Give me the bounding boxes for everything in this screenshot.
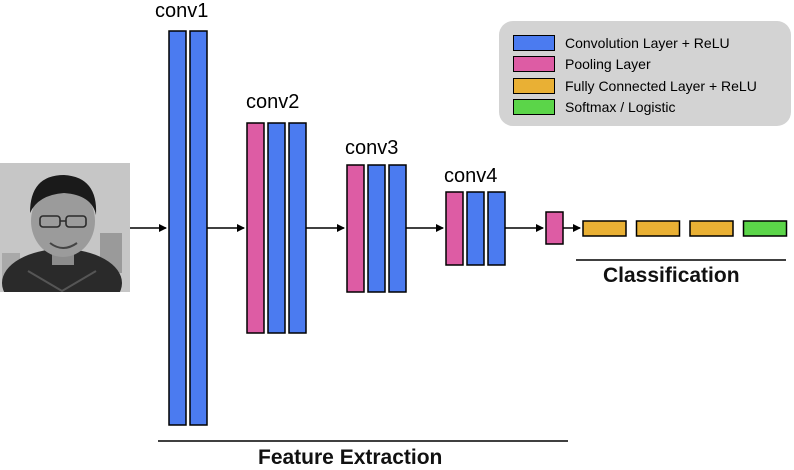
conv2-conv-layer-3 — [288, 122, 307, 334]
legend-label-pool: Pooling Layer — [565, 56, 651, 72]
conv4-conv-layer-2 — [466, 191, 485, 266]
legend-item-pool: Pooling Layer — [513, 55, 651, 73]
legend-label-conv: Convolution Layer + ReLU — [565, 35, 730, 51]
softmax-layer — [742, 220, 788, 237]
stage-label-conv1: conv1 — [155, 0, 209, 22]
classification-label: Classification — [603, 264, 740, 287]
stage-label-conv2: conv2 — [246, 91, 300, 113]
feature-extraction-label: Feature Extraction — [258, 446, 443, 469]
stage-label-conv4: conv4 — [444, 165, 498, 187]
fc-layer-2 — [635, 220, 681, 237]
legend-item-fc: Fully Connected Layer + ReLU — [513, 77, 757, 95]
legend-box: Convolution Layer + ReLU Pooling Layer F… — [499, 21, 791, 126]
input-photo — [0, 163, 130, 292]
conv3-conv-layer-2 — [367, 164, 386, 293]
legend-swatch-conv — [513, 35, 555, 51]
legend-item-conv: Convolution Layer + ReLU — [513, 34, 730, 52]
fc-layer-3 — [689, 220, 734, 237]
legend-label-softmax: Softmax / Logistic — [565, 99, 676, 115]
classifier-pool-layer — [545, 211, 564, 245]
conv2-conv-layer-2 — [267, 122, 286, 334]
conv2-pool-layer-1 — [246, 122, 265, 334]
legend-swatch-pool — [513, 56, 555, 72]
legend-swatch-softmax — [513, 99, 555, 115]
conv4-pool-layer-1 — [445, 191, 464, 266]
legend-swatch-fc — [513, 78, 555, 94]
stage-label-conv3: conv3 — [345, 137, 399, 159]
legend-label-fc: Fully Connected Layer + ReLU — [565, 78, 757, 94]
conv4-conv-layer-3 — [487, 191, 506, 266]
fc-layer-1 — [582, 220, 627, 237]
conv3-conv-layer-3 — [388, 164, 407, 293]
conv3-pool-layer-1 — [346, 164, 365, 293]
conv1-conv-layer-2 — [189, 30, 208, 426]
legend-item-softmax: Softmax / Logistic — [513, 98, 676, 116]
conv1-conv-layer-1 — [168, 30, 187, 426]
